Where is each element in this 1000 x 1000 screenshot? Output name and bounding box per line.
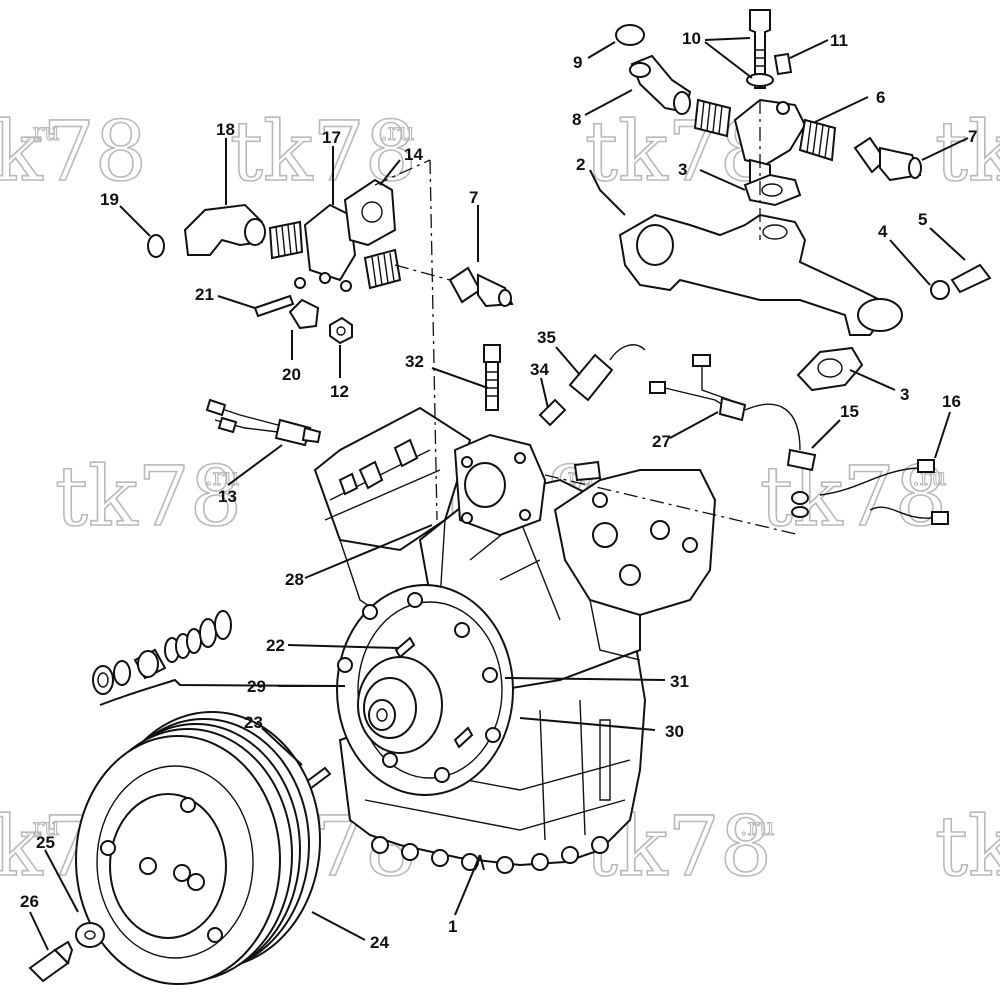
right-cylinder-head — [553, 469, 717, 617]
pressure-switch — [205, 398, 322, 447]
callout-16: 16 — [942, 392, 961, 411]
sensor-15 — [786, 448, 817, 518]
callout-9: 9 — [573, 53, 582, 72]
callout-31: 31 — [670, 672, 689, 691]
watermark-suffix: .ru — [205, 463, 240, 491]
gasket — [743, 173, 802, 207]
right-manifold-assembly — [615, 9, 992, 392]
callout-7-left: 7 — [469, 188, 478, 207]
watermark-suffix: .ru — [380, 118, 415, 146]
callout-3-upper: 3 — [678, 160, 687, 179]
callout-34: 34 — [530, 360, 549, 379]
callout-13: 13 — [218, 487, 237, 506]
callout-7-right: 7 — [968, 127, 977, 146]
stud — [394, 636, 416, 659]
stud — [453, 726, 474, 749]
sensor-harness — [649, 354, 801, 451]
callout-32: 32 — [405, 352, 424, 371]
bottom-bolts — [371, 836, 609, 874]
bolt — [253, 294, 295, 318]
o-ring — [147, 234, 165, 258]
washer — [746, 73, 774, 87]
callout-22: 22 — [266, 636, 285, 655]
callout-6: 6 — [876, 88, 885, 107]
callout-3-lower: 3 — [900, 385, 909, 404]
callout-5: 5 — [918, 210, 927, 229]
washer-and-bolt — [28, 922, 105, 983]
watermark: tk78 — [55, 450, 242, 545]
callout-10: 10 — [682, 29, 701, 48]
callout-2: 2 — [576, 155, 585, 174]
callout-4: 4 — [878, 222, 888, 241]
watermark-suffix: .ru — [740, 813, 775, 841]
service-valve-left — [448, 266, 514, 308]
clutch-pulley — [75, 711, 321, 985]
callout-17: 17 — [322, 128, 341, 147]
callout-numbers: 1 2 3 3 4 5 6 7 7 8 9 10 11 12 13 14 15 … — [20, 29, 977, 952]
shaft — [368, 699, 396, 731]
bolt — [950, 263, 992, 294]
nut — [329, 316, 353, 345]
manifold-tee — [303, 203, 357, 282]
temperature-sensor — [538, 398, 567, 427]
callout-18: 18 — [216, 120, 235, 139]
callout-35: 35 — [537, 328, 556, 347]
watermark: tk78 — [0, 105, 147, 200]
callout-14: 14 — [404, 145, 423, 164]
cap — [773, 52, 793, 76]
wire-harness — [819, 459, 949, 525]
callout-8: 8 — [572, 110, 581, 129]
sensor-with-lead — [568, 344, 646, 402]
callout-15: 15 — [840, 402, 859, 421]
callout-leaders — [29, 37, 969, 951]
callout-20: 20 — [282, 365, 301, 384]
callout-11: 11 — [830, 31, 848, 50]
callout-1: 1 — [448, 917, 457, 936]
shaft-seal-parts — [92, 610, 346, 706]
fitting — [288, 298, 320, 330]
callout-25: 25 — [36, 833, 55, 852]
callout-27: 27 — [652, 432, 671, 451]
washer — [930, 280, 950, 300]
callout-24: 24 — [370, 933, 389, 952]
watermark: tk78 — [230, 105, 417, 200]
stud-bolt — [483, 344, 501, 411]
callout-28: 28 — [285, 570, 304, 589]
callout-21: 21 — [195, 285, 214, 304]
left-manifold-assembly — [147, 178, 402, 345]
callout-30: 30 — [665, 722, 684, 741]
manifold-tee — [733, 98, 807, 167]
watermark: tk78 — [935, 105, 1000, 200]
callout-26: 26 — [20, 892, 39, 911]
callout-29: 29 — [247, 677, 266, 696]
bolt — [749, 9, 771, 89]
watermark-suffix: .ru — [25, 118, 60, 146]
callout-19: 19 — [100, 190, 119, 209]
gasket — [343, 178, 397, 247]
gasket — [796, 346, 864, 392]
o-ring — [615, 24, 645, 46]
washer — [75, 922, 105, 948]
watermark: tk78 — [935, 800, 1000, 895]
seal-plate-assembly — [336, 584, 514, 796]
callout-23: 23 — [244, 713, 263, 732]
watermark-suffix: .ru — [25, 813, 60, 841]
callout-12: 12 — [330, 382, 349, 401]
